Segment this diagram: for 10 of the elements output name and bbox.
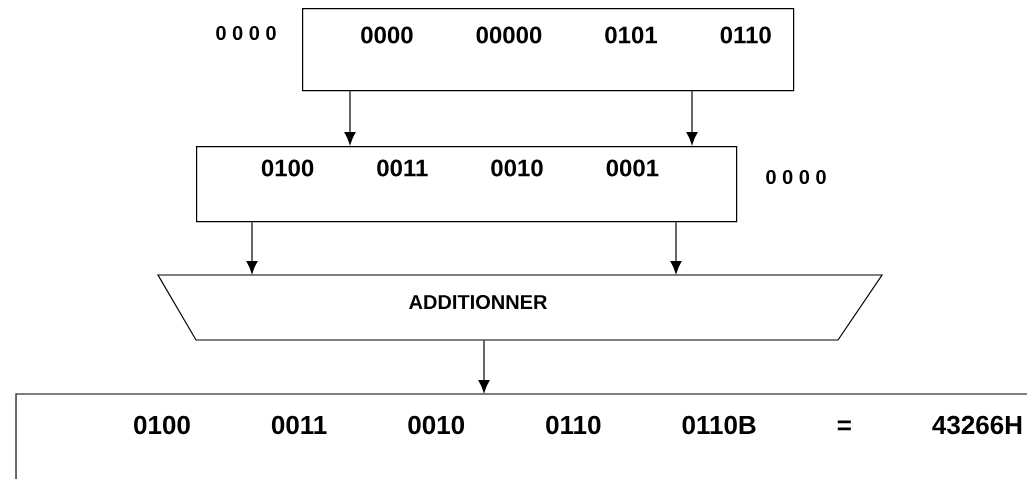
arrow: [670, 221, 682, 274]
arrow: [686, 90, 698, 145]
beside-label: 0 0 0 0: [766, 169, 826, 185]
arrow: [344, 90, 356, 145]
result-box: 0100 0011 0010 0110 0110B = 43266H: [15, 393, 1027, 479]
arrow: [478, 339, 490, 393]
register-box: 0100 0011 0010 0001: [196, 146, 738, 223]
beside-label: 0 0 0 0: [216, 25, 276, 41]
arrow: [246, 221, 258, 274]
register-box: 0000 00000 0101 0110: [302, 8, 795, 92]
